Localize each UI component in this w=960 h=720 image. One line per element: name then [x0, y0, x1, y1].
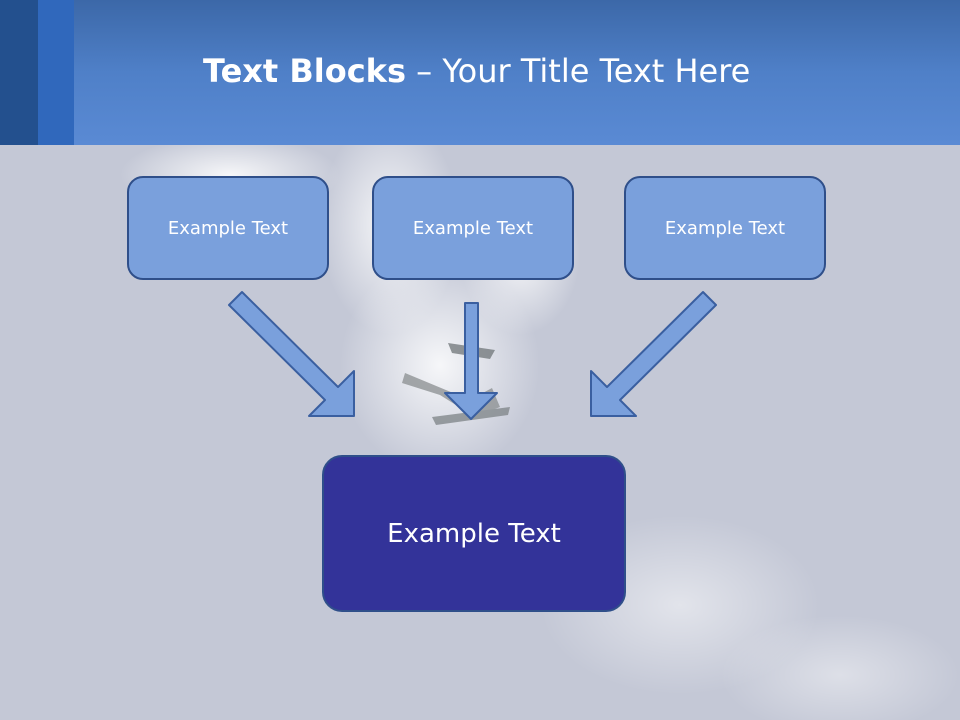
result-block[interactable]: Example Text — [322, 455, 626, 612]
example-block-center-label: Example Text — [412, 217, 534, 239]
example-block-right-label: Example Text — [664, 217, 786, 239]
title-bar: Text Blocks – Your Title Text Here — [0, 0, 960, 145]
example-block-right[interactable]: Example Text — [624, 176, 826, 280]
header-accent-mid — [38, 0, 74, 145]
example-block-left[interactable]: Example Text — [127, 176, 329, 280]
title-rest: – Your Title Text Here — [406, 52, 751, 90]
arrow-left-icon — [228, 291, 355, 417]
arrow-right-icon — [590, 291, 717, 417]
header-accent-dark — [0, 0, 38, 145]
example-block-center[interactable]: Example Text — [372, 176, 574, 280]
slide-title: Text Blocks – Your Title Text Here — [203, 52, 750, 90]
title-bold: Text Blocks — [203, 52, 406, 90]
arrow-center-icon — [444, 302, 498, 420]
result-block-label: Example Text — [387, 518, 561, 549]
example-block-left-label: Example Text — [167, 217, 289, 239]
